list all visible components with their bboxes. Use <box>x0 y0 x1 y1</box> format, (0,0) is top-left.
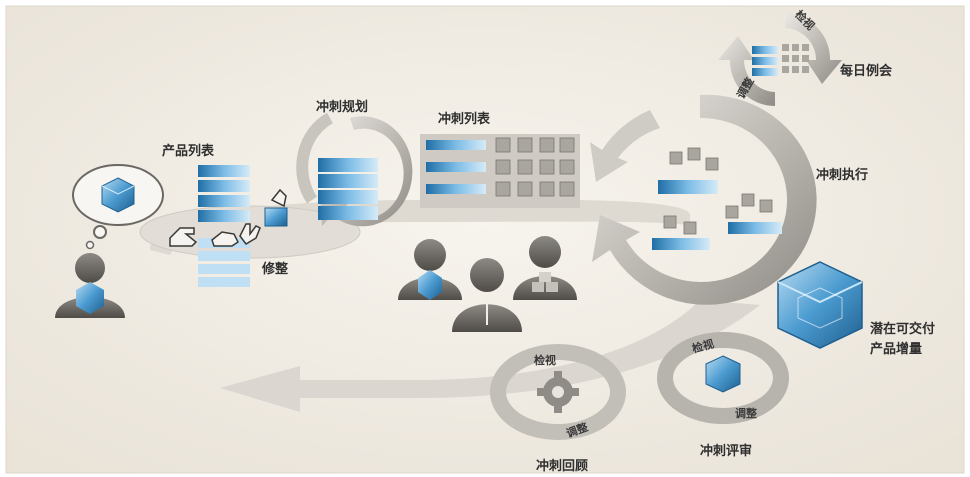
hands-icon <box>169 188 287 247</box>
sprint-planning-label: 冲刺规划 <box>316 100 369 115</box>
sprint-execution-label: 冲刺执行 <box>816 168 869 183</box>
retro-inspect-label: 检视 <box>534 354 556 367</box>
increment-label-line1: 潜在可交付 <box>870 322 936 337</box>
refinement-label: 修整 <box>262 262 289 277</box>
sprint-review-label: 冲刺评审 <box>700 444 753 459</box>
sprint-retro-ring <box>490 344 626 440</box>
gear-icon <box>537 371 579 413</box>
product-backlog-label: 产品列表 <box>162 144 215 159</box>
daily-scrum-ring <box>718 13 842 106</box>
cycle-arrow-icon <box>296 112 413 227</box>
sprint-backlog-label: 冲刺列表 <box>438 112 491 127</box>
thought-bubble-icon <box>72 164 164 250</box>
sprint-retrospective-label: 冲刺回顾 <box>536 459 589 474</box>
sprint-review-ring <box>657 332 789 424</box>
team-people-icon <box>398 236 577 332</box>
cube-icon <box>264 207 288 227</box>
increment-label-line2: 产品增量 <box>870 342 923 357</box>
increment-cube-icon <box>777 261 863 349</box>
daily-scrum-label: 每日例会 <box>840 64 893 79</box>
sprint-execution-ring <box>590 94 817 305</box>
sprint-backlog-grid-icon <box>420 134 580 208</box>
review-adapt-label: 调整 <box>735 407 757 420</box>
product-owner-person-icon <box>55 253 125 318</box>
